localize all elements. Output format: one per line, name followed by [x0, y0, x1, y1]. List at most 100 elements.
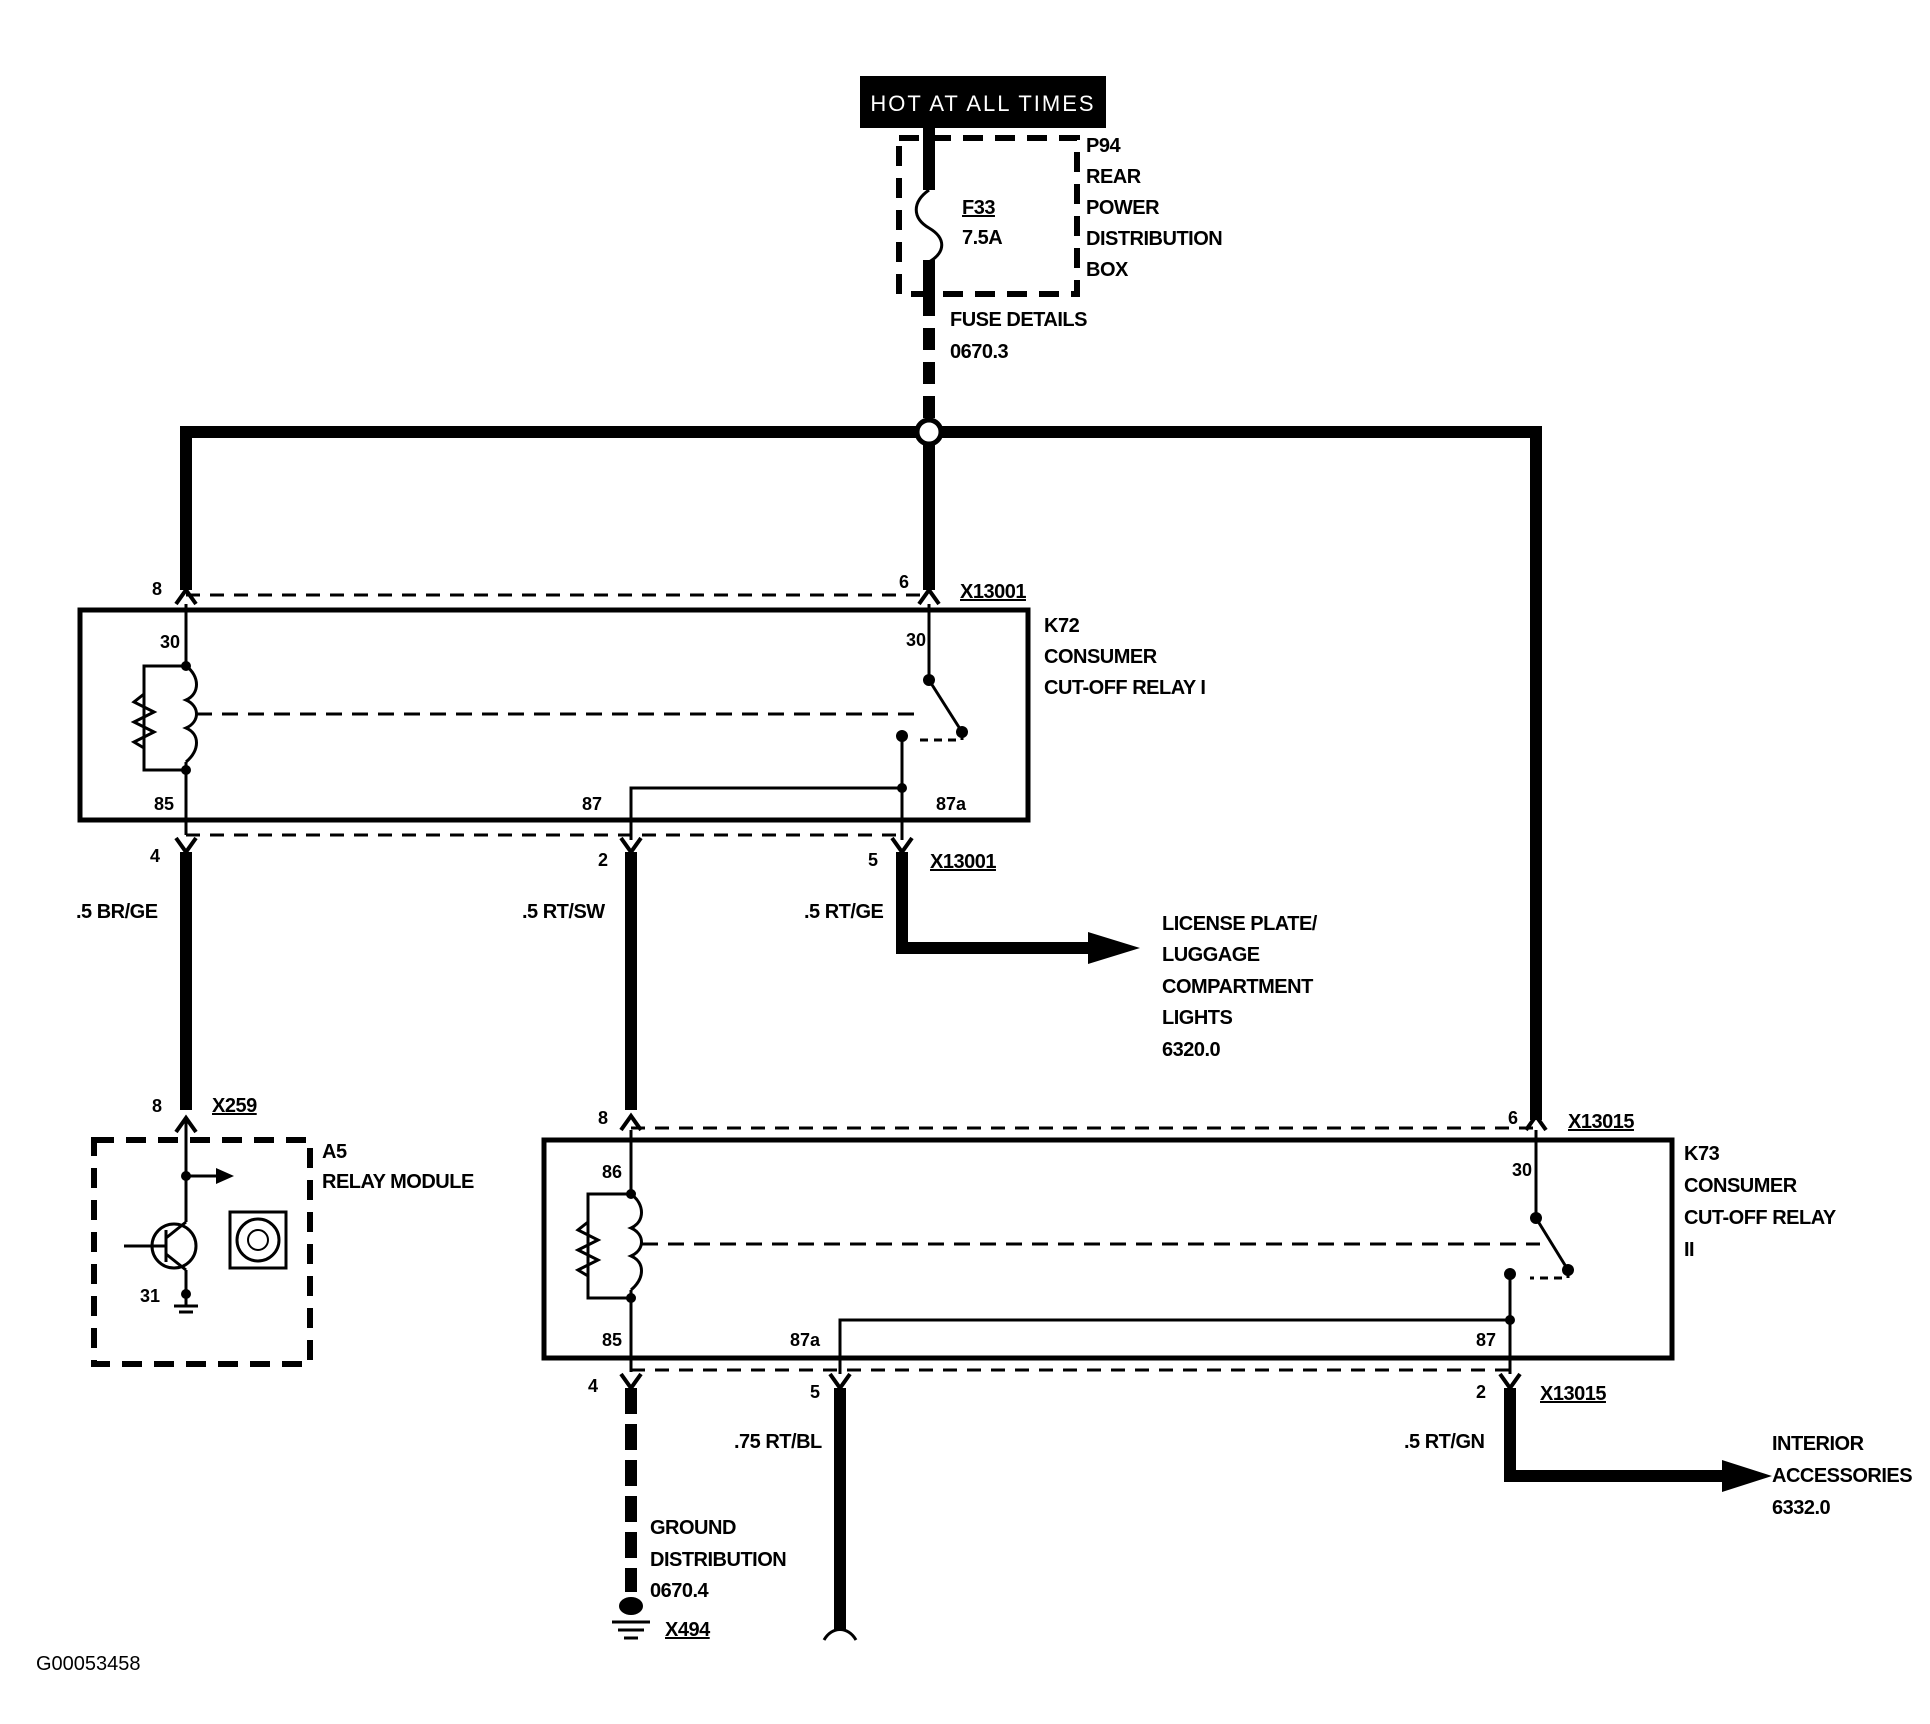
relay-k73: 8 6 X13015 86 85 30 87a 87 4 5 2 X1301 [541, 1108, 1837, 1405]
k72-terminal-30-right: 30 [906, 630, 926, 650]
box-label-line-5: BOX [1086, 259, 1129, 281]
k73-resistor-icon [574, 1220, 602, 1278]
k73-pin-8: 8 [598, 1108, 608, 1128]
k73-terminal-87a: 87a [790, 1330, 821, 1350]
harness-wires: .5 BR/GE .5 RT/SW .5 RT/GE LICENSE PLATE… [76, 852, 1318, 1110]
a5-output-arrow-icon [216, 1168, 234, 1184]
fuse-rating: 7.5A [962, 227, 1002, 249]
k73-terminal-85: 85 [602, 1330, 622, 1350]
k72-pin-6: 6 [899, 572, 909, 592]
k73-switch-dashed-return [1530, 1270, 1570, 1280]
k72-terminal-85: 85 [154, 794, 174, 814]
fuse-name: F33 [962, 197, 995, 219]
k73-outputs: GROUND DISTRIBUTION 0670.4 X494 .75 RT/B… [612, 1388, 1913, 1641]
k72-label-line-2: CONSUMER [1044, 646, 1158, 668]
k72-pin-8: 8 [152, 579, 162, 599]
relay-k72: 8 6 X13001 30 85 30 87 87a 4 2 5 X1300 [77, 572, 1206, 873]
k72-terminal-87: 87 [582, 794, 602, 814]
k73-pin4-connector-icon [619, 1372, 643, 1392]
k73-pin8-connector-icon [619, 1112, 643, 1132]
k73-terminal-87: 87 [1476, 1330, 1496, 1350]
a5-module-box [91, 1137, 313, 1367]
wire-label-rt-sw: .5 RT/SW [522, 901, 605, 923]
a5-pin-31: 31 [140, 1286, 160, 1306]
k73-switch-arm [1534, 1217, 1570, 1271]
k73-resistor-frame [586, 1192, 631, 1300]
k72-pin2-connector-icon [619, 836, 643, 856]
wire-label-rt-bl: .75 RT/BL [734, 1431, 822, 1453]
license-label-line-4: LIGHTS [1162, 1007, 1232, 1029]
box-label-line-1: P94 [1086, 135, 1121, 157]
fuse-f33-icon [914, 188, 944, 264]
license-label-line-3: COMPARTMENT [1162, 976, 1313, 998]
power-distribution-box [896, 135, 1080, 297]
box-label-line-3: POWER [1086, 197, 1160, 219]
k72-box [77, 607, 1031, 823]
k72-coil-icon [182, 664, 198, 764]
k73-label-line-3: CUT-OFF RELAY [1684, 1207, 1837, 1229]
k73-coil-icon [627, 1192, 643, 1292]
interior-label-line-2: ACCESSORIES [1772, 1465, 1912, 1487]
k73-box [541, 1137, 1675, 1361]
k72-pin6-connector-icon [917, 586, 941, 606]
k72-connector-bottom: X13001 [930, 851, 996, 873]
k72-switch-arm [927, 679, 964, 733]
k73-pin-5: 5 [810, 1382, 820, 1402]
k72-resistor-frame [142, 664, 186, 772]
fuse-details-line-2: 0670.3 [950, 341, 1009, 363]
wire-rt-gn [1504, 1388, 1726, 1482]
k73-terminal-30: 30 [1512, 1160, 1532, 1180]
a5-connector: X259 [212, 1095, 257, 1117]
k72-pin4-connector-icon [174, 836, 198, 856]
interior-arrow-icon [1722, 1460, 1772, 1492]
wire-label-rt-gn: .5 RT/GN [1404, 1431, 1485, 1453]
k73-coil-node-bottom [626, 1293, 636, 1303]
ground-label-line-3: 0670.4 [650, 1580, 710, 1602]
a5-sensor-icon-inner [247, 1229, 269, 1251]
a5-label-line-2: RELAY MODULE [322, 1171, 474, 1193]
k72-terminal-30-left: 30 [160, 632, 180, 652]
relay-module-a5: 8 X259 31 A5 RELAY MODULE [91, 1095, 474, 1367]
a5-transistor-collector [165, 1220, 187, 1240]
k73-pin-2: 2 [1476, 1382, 1486, 1402]
main-bus [180, 417, 1542, 1120]
k72-terminal-87a: 87a [936, 794, 967, 814]
wire-label-rt-ge: .5 RT/GE [804, 901, 884, 923]
interior-label-line-3: 6332.0 [1772, 1497, 1831, 1519]
k72-label-line-3: CUT-OFF RELAY I [1044, 677, 1205, 699]
k73-pin-6: 6 [1508, 1108, 1518, 1128]
interior-label-line-1: INTERIOR [1772, 1433, 1865, 1455]
k73-label-line-1: K73 [1684, 1143, 1720, 1165]
k73-label-line-4: II [1684, 1239, 1694, 1261]
a5-sensor-icon [235, 1217, 281, 1263]
license-label-line-1: LICENSE PLATE/ [1162, 913, 1318, 935]
hot-at-all-times-label: HOT AT ALL TIMES [870, 91, 1095, 116]
power-source: HOT AT ALL TIMES F33 7.5A P94 REAR POWER… [860, 76, 1223, 432]
hot-at-all-times-banner [860, 76, 1106, 128]
k73-pin5-connector-icon [828, 1372, 852, 1392]
k72-pin-2: 2 [598, 850, 608, 870]
ground-label-line-1: GROUND [650, 1517, 736, 1539]
license-arrow-icon [1088, 932, 1140, 964]
k72-label-line-1: K72 [1044, 615, 1080, 637]
splice-node [914, 417, 944, 447]
k72-pin8-connector-icon [174, 586, 198, 606]
wire-rt-bl-break-icon [822, 1628, 858, 1641]
bus-wire [180, 426, 1542, 1120]
fuse-details-line-1: FUSE DETAILS [950, 309, 1087, 331]
k72-pin-5: 5 [868, 850, 878, 870]
k72-pin-4: 4 [150, 846, 160, 866]
k73-pin-4: 4 [588, 1376, 598, 1396]
a5-sensor-box [228, 1210, 288, 1270]
ground-x494-icon [619, 1597, 643, 1615]
k73-connector-bottom: X13015 [1540, 1383, 1606, 1405]
k72-coil-node-bottom [181, 765, 191, 775]
a5-transistor-emitter [165, 1252, 187, 1272]
ground-connector: X494 [665, 1619, 711, 1641]
k72-switch-dashed-return [920, 732, 964, 742]
a5-pin-8: 8 [152, 1096, 162, 1116]
wire-label-br-ge: .5 BR/GE [76, 901, 158, 923]
k73-terminal-86: 86 [602, 1162, 622, 1182]
k72-resistor-icon [130, 692, 158, 750]
